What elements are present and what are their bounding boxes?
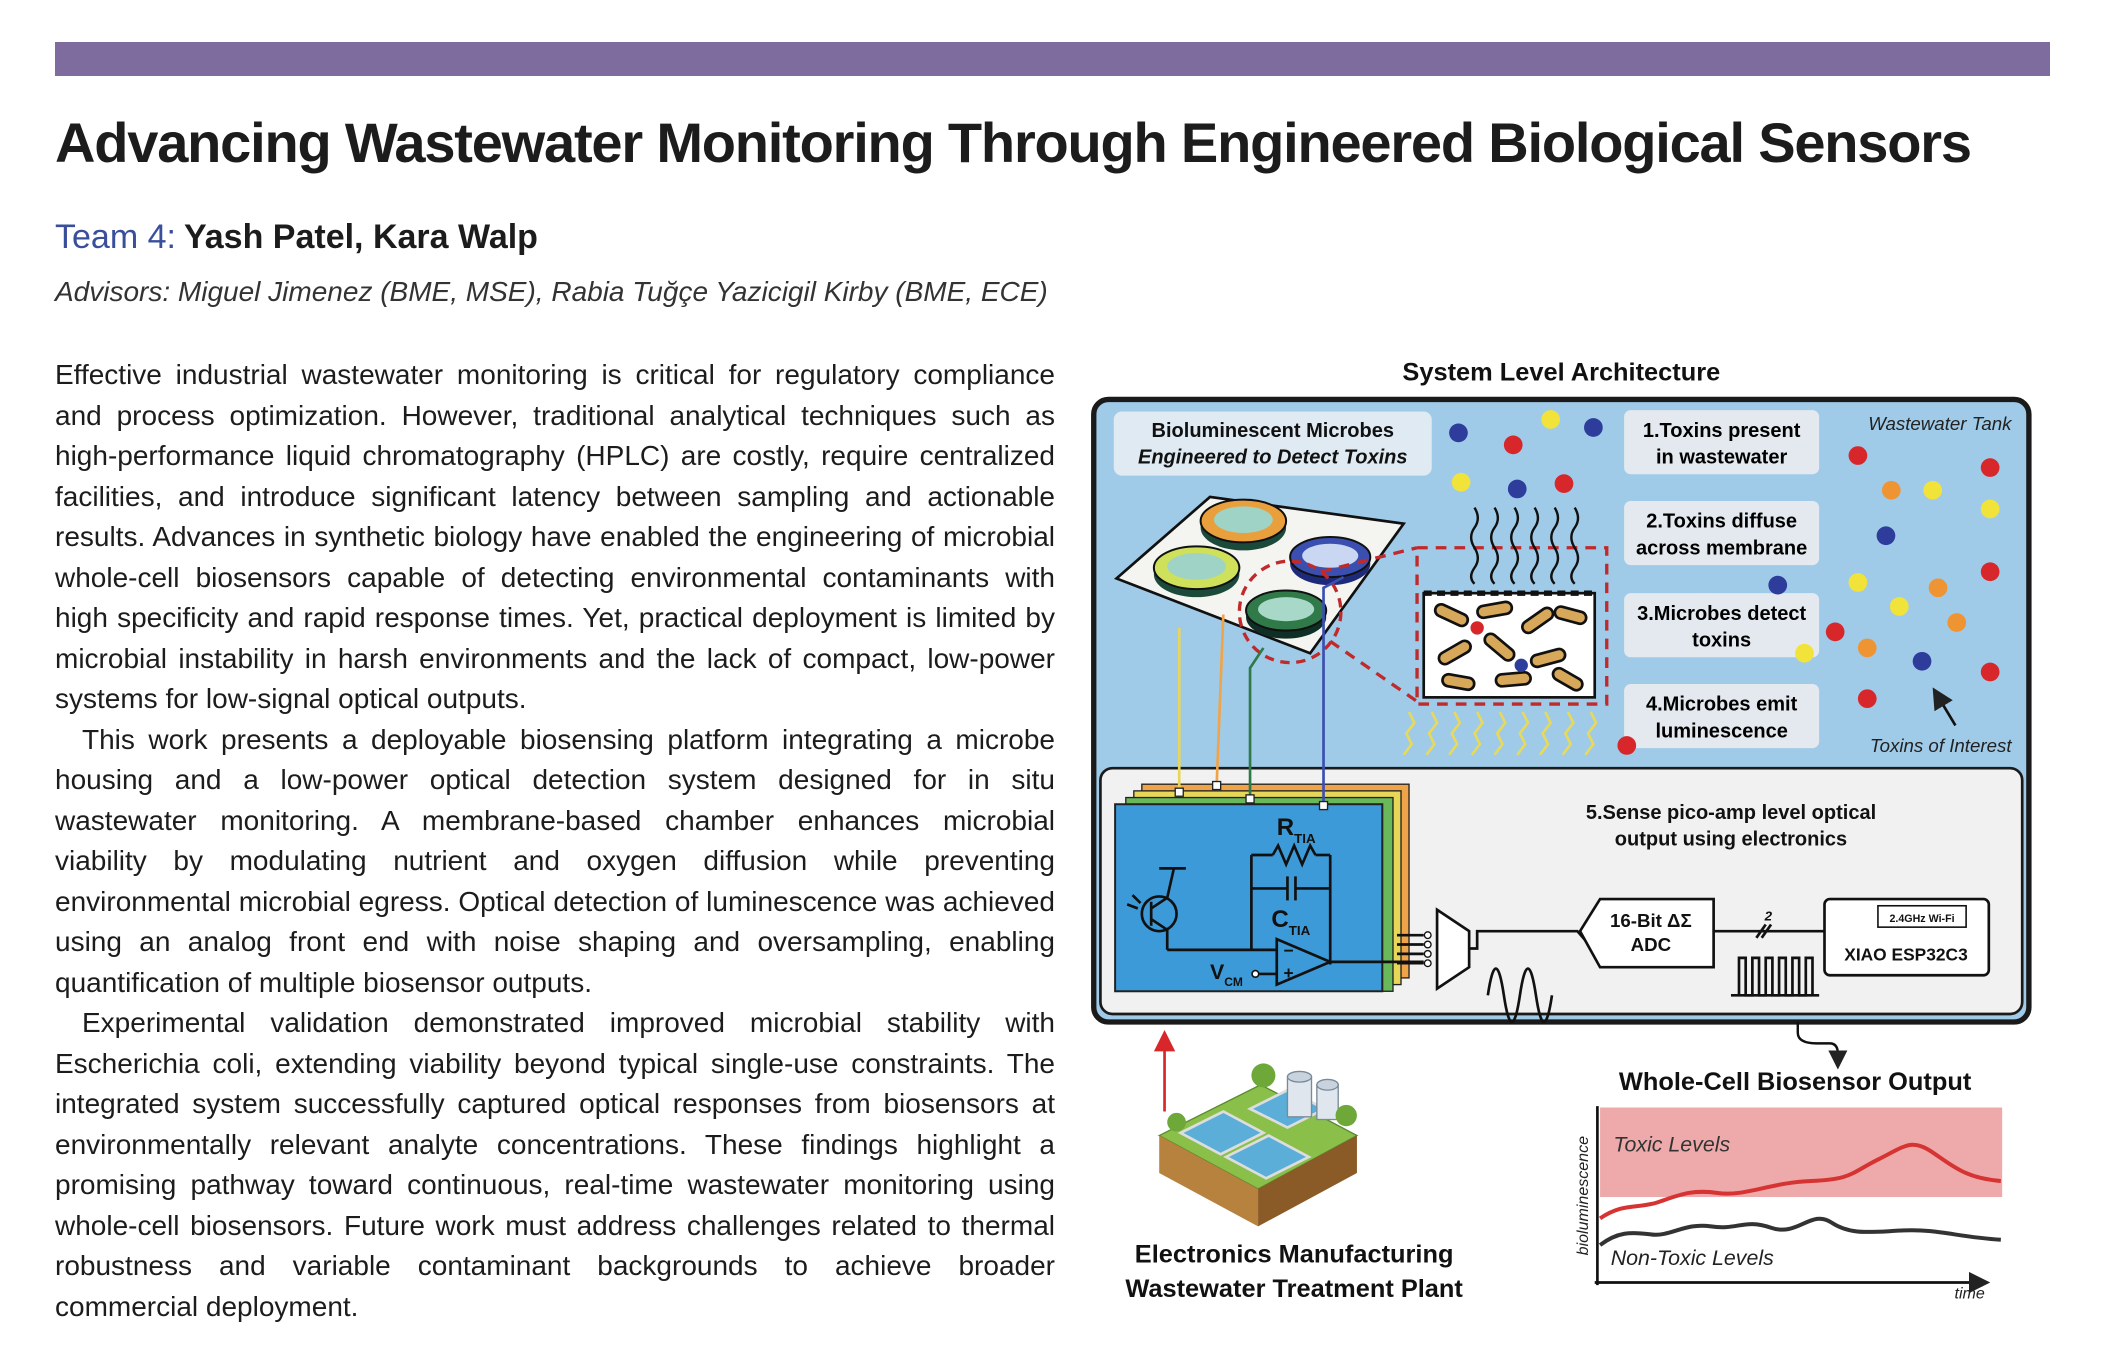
svg-text:in wastewater: in wastewater <box>1656 447 1787 469</box>
vcm-node <box>1251 969 1260 979</box>
step5-line2: output using electronics <box>1615 829 1847 851</box>
microbes-label-box <box>1113 411 1432 476</box>
team-line: Team 4:Yash Patel, Kara Walp <box>55 218 538 257</box>
microbes-label-line2: Engineered to Detect Toxins <box>1138 447 1408 469</box>
microbe-housing-tray <box>1113 495 1407 655</box>
output-chart-title: Whole-Cell Biosensor Output <box>1619 1068 1972 1096</box>
team-members: Yash Patel, Kara Walp <box>183 218 538 256</box>
abstract-paragraph-3: Experimental validation demonstrated imp… <box>55 1007 1055 1322</box>
abstract-paragraph-2: This work presents a deployable biosensi… <box>55 723 1055 998</box>
microbe-wells <box>1152 498 1372 639</box>
opamp-minus: − <box>1283 941 1293 961</box>
svg-text:1.Toxins present: 1.Toxins present <box>1643 420 1801 442</box>
svg-text:across membrane: across membrane <box>1636 537 1807 559</box>
microbes-label-line1: Bioluminescent Microbes <box>1152 420 1394 442</box>
abstract-text: Effective industrial wastewater monitori… <box>55 355 1055 1327</box>
adc-label-line2: ADC <box>1631 934 1672 955</box>
step5-line1: 5.Sense pico-amp level optical <box>1586 802 1876 824</box>
rtia-label: RTIA <box>1277 814 1316 846</box>
toxins-arrow <box>1932 687 1957 727</box>
step-3: 3.Microbes detect toxins <box>1624 593 1820 658</box>
opamp-plus: + <box>1283 963 1293 983</box>
nontoxic-levels-label: Non-Toxic Levels <box>1611 1246 1774 1270</box>
output-arrow <box>1796 1021 1848 1070</box>
wifi-label: 2.4GHz Wi-Fi <box>1889 913 1954 925</box>
svg-text:4.Microbes emit: 4.Microbes emit <box>1646 694 1798 716</box>
bus-width-label: 2 <box>1764 908 1773 923</box>
zoom-frame <box>1415 546 1609 706</box>
mux-pins <box>1423 931 1432 968</box>
toxins-label: Toxins of Interest <box>1870 735 2012 756</box>
advisors-line: Advisors: Miguel Jimenez (BME, MSE), Rab… <box>55 276 1048 307</box>
chart-ylabel: bioluminescence <box>1574 1136 1592 1255</box>
poster-title: Advancing Wastewater Monitoring Through … <box>55 111 1972 174</box>
step-4: 4.Microbes emit luminescence <box>1624 684 1820 749</box>
membrane-magnified <box>1422 590 1597 699</box>
abstract-paragraph-1: Effective industrial wastewater monitori… <box>55 359 1055 714</box>
svg-text:toxins: toxins <box>1692 630 1751 652</box>
housing-wires <box>1177 575 1345 805</box>
signal-chain <box>1397 897 1991 1023</box>
toxin-dots <box>1449 410 2000 755</box>
toxic-levels-label: Toxic Levels <box>1613 1133 1730 1157</box>
adc-label-line1: 16-Bit ΔΣ <box>1610 910 1692 931</box>
ctia-label: CTIA <box>1271 906 1310 938</box>
zoom-circle <box>1237 559 1343 665</box>
vcm-label: VCM <box>1210 960 1243 989</box>
tia-circuit <box>1126 842 1424 987</box>
step-1: 1.Toxins present in wastewater <box>1624 410 1820 475</box>
svg-text:2.Toxins diffuse: 2.Toxins diffuse <box>1646 511 1797 533</box>
toxic-response-line <box>1598 1142 2001 1221</box>
chart-xlabel: time <box>1955 1285 1985 1303</box>
mcu-label: XIAO ESP32C3 <box>1844 945 1968 965</box>
luminescence-squiggles <box>1402 711 1598 756</box>
team-label: Team 4: <box>55 218 176 256</box>
treatment-plant-illustration <box>1157 1063 1359 1227</box>
figure-title: System Level Architecture <box>1402 359 1720 387</box>
tank-label: Wastewater Tank <box>1868 413 2013 434</box>
zoom-line-top <box>1320 546 1418 574</box>
header-accent-bar <box>55 42 2050 76</box>
step-2: 2.Toxins diffuse across membrane <box>1624 500 1820 566</box>
svg-text:luminescence: luminescence <box>1655 720 1787 742</box>
plant-label-line1: Electronics Manufacturing <box>1135 1240 1454 1268</box>
plant-label-line2: Wastewater Treatment Plant <box>1125 1275 1463 1303</box>
diffusion-squiggles <box>1469 507 1580 585</box>
svg-text:3.Microbes detect: 3.Microbes detect <box>1637 603 1806 625</box>
nontoxic-response-line <box>1598 1216 2001 1247</box>
